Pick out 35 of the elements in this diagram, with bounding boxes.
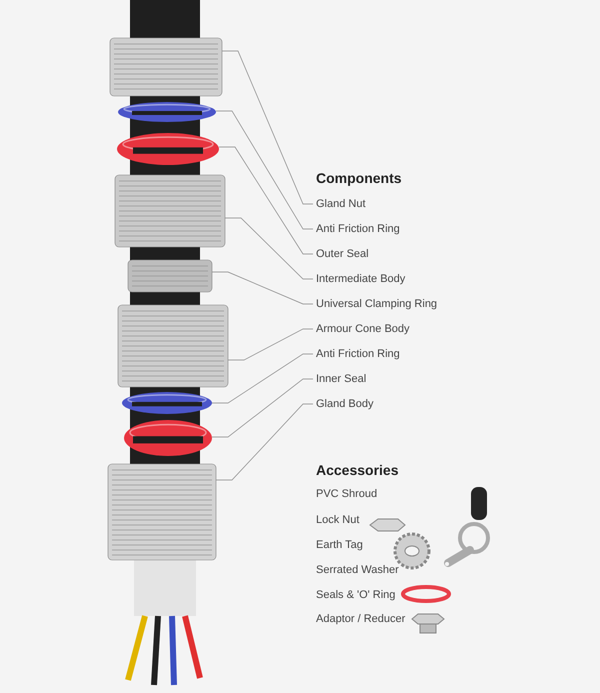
part-label: Gland Nut bbox=[316, 196, 366, 212]
leader-line bbox=[216, 404, 314, 480]
gland-body-part bbox=[108, 464, 216, 560]
part-label: Gland Body bbox=[316, 396, 374, 412]
part-label: Inner Seal bbox=[316, 371, 366, 387]
part-label: Anti Friction Ring bbox=[316, 346, 400, 362]
seal-part bbox=[117, 133, 219, 165]
leader-line bbox=[224, 218, 314, 280]
body-part bbox=[114, 174, 226, 248]
leader-line bbox=[222, 50, 314, 204]
leader-line bbox=[212, 272, 314, 304]
part-label: Universal Clamping Ring bbox=[316, 296, 438, 312]
accessory-label: PVC Shroud bbox=[316, 487, 378, 502]
accessory-label: Lock Nut bbox=[316, 513, 360, 528]
part-label: Armour Cone Body bbox=[316, 321, 410, 337]
leader-line bbox=[212, 378, 314, 438]
leader-line bbox=[212, 354, 314, 404]
section-heading: Accessories bbox=[316, 461, 399, 480]
leader-line bbox=[216, 110, 314, 230]
accessory-label: Adaptor / Reducer bbox=[316, 612, 406, 627]
cone-body-part bbox=[118, 304, 228, 388]
leader-line bbox=[218, 146, 314, 254]
part-label: Anti Friction Ring bbox=[316, 221, 400, 237]
leader-line bbox=[228, 328, 314, 360]
ring-part bbox=[122, 392, 212, 414]
part-label: Outer Seal bbox=[316, 246, 369, 262]
accessory-label: Serrated Washer bbox=[316, 563, 399, 578]
part-label: Intermediate Body bbox=[316, 271, 406, 287]
accessory-label: Earth Tag bbox=[316, 538, 363, 553]
seal-part bbox=[124, 420, 212, 456]
accessory-label: Seals & 'O' Ring bbox=[316, 588, 396, 603]
clamping-ring-part bbox=[128, 260, 212, 292]
ring-part bbox=[118, 102, 216, 122]
gland-nut-part bbox=[110, 38, 222, 96]
section-heading: Components bbox=[316, 169, 402, 188]
